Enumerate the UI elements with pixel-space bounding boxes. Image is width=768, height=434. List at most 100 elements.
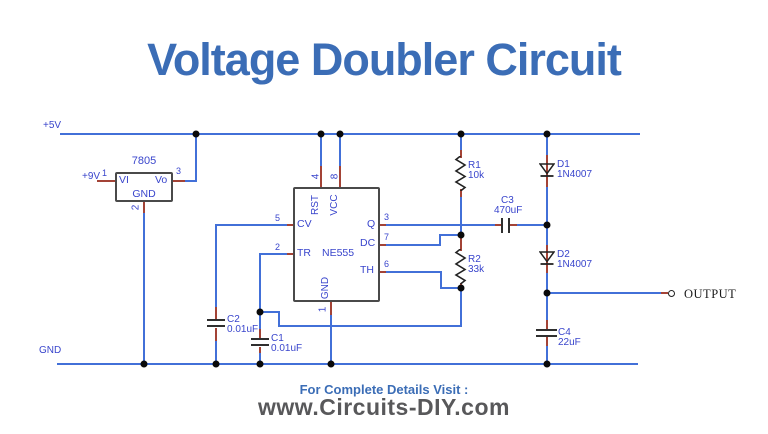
rail-label-9v: +9V xyxy=(82,171,101,182)
timer-pin-number-1: 1 xyxy=(317,306,328,313)
wire-tr-v xyxy=(259,253,261,313)
wire-c4-bottom xyxy=(546,345,548,364)
junction-dot xyxy=(317,130,325,138)
lead-vin xyxy=(97,180,115,182)
wire-net-h2 xyxy=(278,325,462,327)
junction-dot xyxy=(457,130,465,138)
label-r2-ref: R2 xyxy=(468,254,481,265)
regulator-part-label: 7805 xyxy=(131,155,157,167)
wire-c1-bottom xyxy=(259,352,261,364)
lead-dc xyxy=(380,244,386,246)
wire-c4-top xyxy=(546,294,548,321)
wire-q-h1 xyxy=(386,224,496,226)
wire-r1-bottom xyxy=(460,196,462,236)
diode-d2-symbol xyxy=(539,251,555,265)
wire-net-h1 xyxy=(259,311,280,313)
junction-dot xyxy=(192,130,200,138)
lead-reg-gnd xyxy=(143,202,145,213)
junction-dot xyxy=(457,284,465,292)
lead-c4-top xyxy=(546,320,548,331)
timer-pin-number-5: 5 xyxy=(275,213,281,223)
wire-cv-v xyxy=(215,224,217,309)
resistor-r2-symbol xyxy=(454,249,467,284)
regulator-pin-number-3: 3 xyxy=(176,166,182,176)
wire-output xyxy=(546,292,662,294)
capacitor-c2-plate xyxy=(207,325,225,327)
timer-pin-cv: CV xyxy=(297,218,312,230)
rail-label-gnd: GND xyxy=(39,345,62,356)
lead-cv xyxy=(287,224,293,226)
wire-d1-bottom xyxy=(546,186,548,226)
lead-c1-top xyxy=(259,329,261,339)
capacitor-c3-plate xyxy=(508,218,510,233)
footer-visit-text: For Complete Details Visit : xyxy=(299,382,469,397)
lead-c2-bottom xyxy=(215,328,217,341)
wire-timer-gnd xyxy=(330,315,332,365)
wire-net-v2 xyxy=(460,287,462,327)
regulator-pin-number-2: 2 xyxy=(130,204,141,211)
junction-dot xyxy=(212,360,220,368)
lead-reg-vo xyxy=(173,180,185,182)
wire-th-h2 xyxy=(440,287,461,289)
lead-r2-top xyxy=(460,235,462,251)
timer-pin-number-2: 2 xyxy=(275,242,281,252)
timer-pin-number-4: 4 xyxy=(310,173,321,180)
junction-dot xyxy=(140,360,148,368)
timer-pin-rst: RST xyxy=(310,195,321,215)
timer-box xyxy=(293,187,380,302)
wire-r1-top xyxy=(460,134,462,151)
timer-pin-number-8: 8 xyxy=(329,173,340,180)
label-r2-value: 33k xyxy=(468,264,485,275)
label-c3-value: 470uF xyxy=(494,205,523,216)
label-c4-value: 22uF xyxy=(558,337,581,348)
timer-pin-number-3: 3 xyxy=(384,212,390,222)
resistor-r1-symbol xyxy=(454,156,467,191)
lead-c4-bottom xyxy=(546,336,548,346)
wire-q-h2 xyxy=(516,224,547,226)
lead-tr xyxy=(287,253,293,255)
label-c4-ref: C4 xyxy=(558,327,571,338)
junction-dot xyxy=(256,308,264,316)
wire-cv-h xyxy=(215,224,289,226)
wire-c1-top xyxy=(259,313,261,331)
wire-d2-bottom xyxy=(546,272,548,294)
label-c1-ref: C1 xyxy=(271,333,284,344)
label-r1-value: 10k xyxy=(468,170,485,181)
capacitor-c1-plate xyxy=(251,338,269,340)
footer-website-text: www.Circuits-DIY.com xyxy=(258,394,510,420)
timer-part-label: NE555 xyxy=(322,247,355,259)
wire-dc-h2 xyxy=(439,234,461,236)
rail-label-5v: +5V xyxy=(43,120,62,131)
regulator-pin-gnd: GND xyxy=(132,188,156,200)
lead-c3-right xyxy=(510,224,517,226)
junction-dot xyxy=(336,130,344,138)
wire-vcc-riser xyxy=(339,134,341,167)
wire-net-v1 xyxy=(278,311,280,327)
lead-d2 xyxy=(546,245,548,273)
timer-pin-tr: TR xyxy=(297,247,311,259)
wire-d2-top xyxy=(546,226,548,246)
lead-c3-left xyxy=(495,224,502,226)
timer-pin-number-6: 6 xyxy=(384,259,390,269)
capacitor-c2-plate xyxy=(207,319,225,321)
page-title: Voltage Doubler Circuit xyxy=(147,34,622,85)
label-c3-ref: C3 xyxy=(501,195,514,206)
lead-d1 xyxy=(546,155,548,187)
wire-c2-bottom xyxy=(215,340,217,364)
junction-dot xyxy=(543,221,551,229)
timer-pin-q: Q xyxy=(367,218,376,230)
label-r1-ref: R1 xyxy=(468,160,481,171)
wire-dc-v xyxy=(439,234,441,246)
label-c2-value: 0.01uF xyxy=(227,324,259,335)
label-c2-ref: C2 xyxy=(227,314,240,325)
lead-r1-top xyxy=(460,150,462,158)
wire-reg-vo-riser xyxy=(195,134,197,182)
capacitor-c3-plate xyxy=(501,218,503,233)
label-d1-ref: D1 xyxy=(557,159,570,170)
timer-pin-vcc: VCC xyxy=(329,194,340,216)
lead-r1-bottom xyxy=(460,189,462,197)
output-label: OUTPUT xyxy=(684,287,737,301)
lead-output xyxy=(661,292,668,294)
wire-tr-h xyxy=(259,253,289,255)
